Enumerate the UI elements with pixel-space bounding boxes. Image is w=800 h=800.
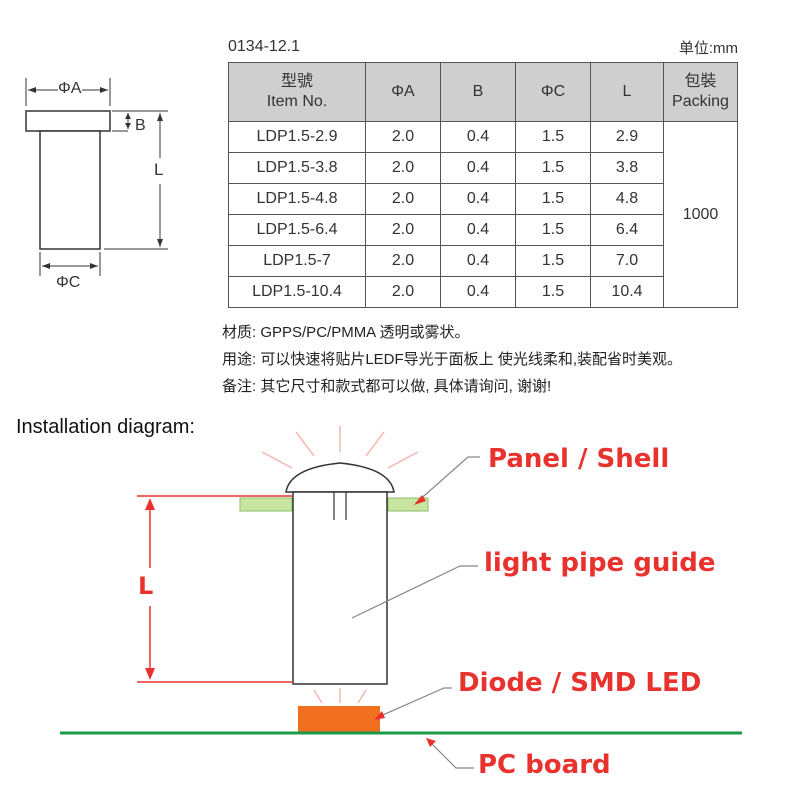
cell-b: 0.4 — [440, 152, 516, 184]
table-row: LDP1.5-10.4 2.0 0.4 1.5 10.4 — [228, 276, 738, 308]
dimension-label-l: L — [154, 160, 164, 179]
dimension-label-b: B — [135, 117, 146, 134]
callout-panel-shell: Panel / Shell — [488, 444, 670, 474]
callout-light-pipe-guide: light pipe guide — [484, 548, 716, 578]
cell-phi-a: 2.0 — [365, 245, 441, 277]
pin-dimension-drawing — [25, 78, 168, 276]
callout-arrowheads — [374, 495, 436, 747]
cell-b: 0.4 — [440, 121, 516, 153]
cell-phi-a: 2.0 — [365, 183, 441, 215]
cell-b: 0.4 — [440, 245, 516, 277]
header-phi-c: ΦC — [515, 62, 591, 122]
callout-leaders — [351, 456, 480, 769]
model-code: 0134-12.1 — [228, 38, 301, 55]
dimension-label-a: ΦA — [58, 80, 82, 97]
note-remark: 备注: 其它尺寸和款式都可以做, 具体请询问, 谢谢! — [222, 378, 552, 395]
cell-l: 3.8 — [590, 152, 664, 184]
light-pipe-dome — [285, 462, 395, 493]
dimension-label-c: ΦC — [56, 274, 81, 291]
note-material: 材质: GPPS/PC/PMMA 透明或雾状。 — [222, 324, 470, 341]
cell-item-no: LDP1.5-6.4 — [228, 214, 366, 246]
cell-packing: 1000 — [663, 121, 738, 308]
table-row: LDP1.5-4.8 2.0 0.4 1.5 4.8 — [228, 183, 738, 215]
note-usage: 用途: 可以快速将贴片LEDF导光于面板上 使光线柔和,装配省时美观。 — [222, 351, 683, 368]
cell-l: 10.4 — [590, 276, 664, 308]
cell-b: 0.4 — [440, 214, 516, 246]
cell-phi-c: 1.5 — [515, 214, 591, 246]
table-row: LDP1.5-6.4 2.0 0.4 1.5 6.4 — [228, 214, 738, 246]
led-rays — [313, 688, 367, 704]
cell-item-no: LDP1.5-3.8 — [228, 152, 366, 184]
header-phi-a: ΦA — [365, 62, 441, 122]
smd-led — [298, 706, 380, 732]
cell-item-no: LDP1.5-7 — [228, 245, 366, 277]
cell-b: 0.4 — [440, 183, 516, 215]
install-l-dimension — [137, 495, 292, 683]
cell-phi-c: 1.5 — [515, 245, 591, 277]
cell-l: 2.9 — [590, 121, 664, 153]
unit-label: 单位:mm — [678, 40, 738, 57]
light-pipe-body — [292, 491, 388, 685]
cell-phi-c: 1.5 — [515, 121, 591, 153]
panel-left — [239, 497, 293, 512]
callout-diode-smd-led: Diode / SMD LED — [458, 668, 702, 698]
cell-phi-a: 2.0 — [365, 214, 441, 246]
light-rays — [261, 426, 419, 469]
table-row: LDP1.5-2.9 2.0 0.4 1.5 2.9 1000 — [228, 121, 738, 308]
cell-l: 6.4 — [590, 214, 664, 246]
table-row: LDP1.5-3.8 2.0 0.4 1.5 3.8 — [228, 152, 738, 184]
callout-pc-board: PC board — [478, 750, 611, 780]
cell-phi-c: 1.5 — [515, 276, 591, 308]
installation-title: Installation diagram: — [16, 416, 195, 438]
install-dimension-l: L — [138, 572, 154, 600]
